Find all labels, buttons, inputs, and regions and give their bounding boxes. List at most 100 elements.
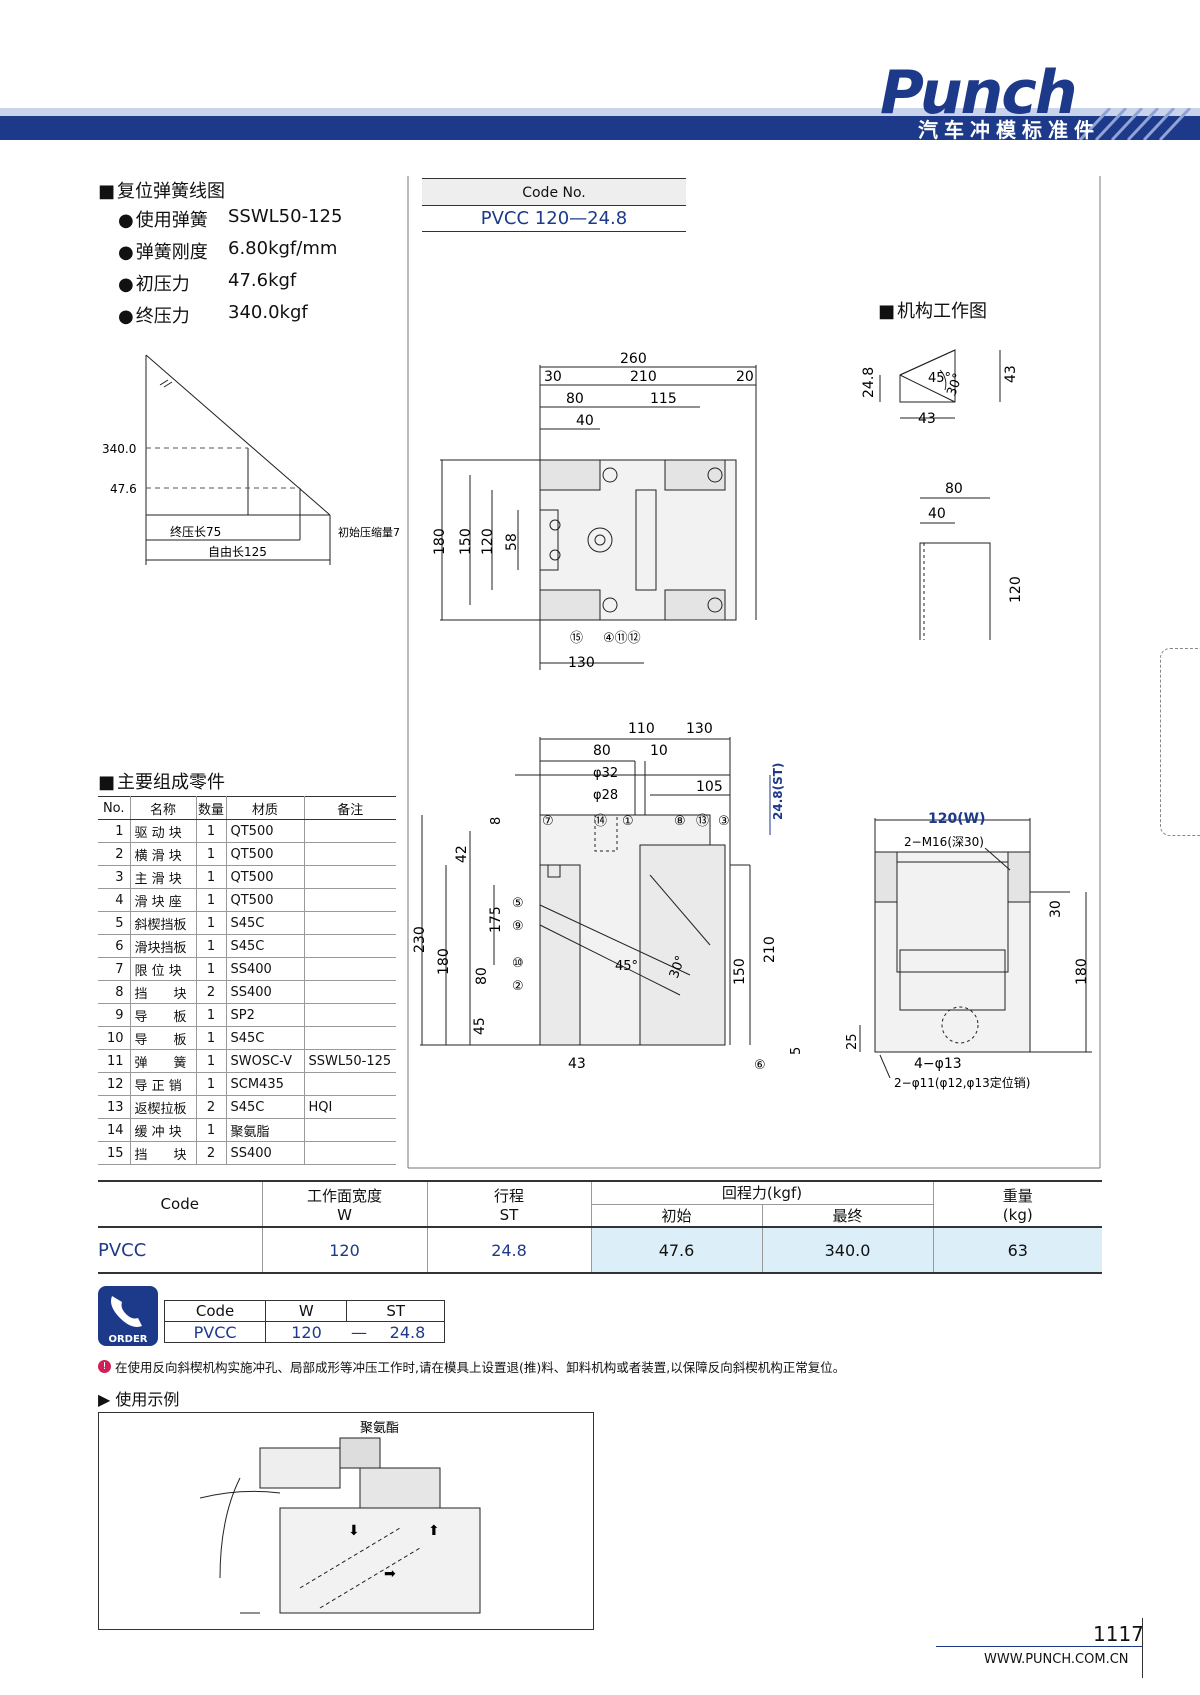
code-box-header: Code No. — [422, 178, 686, 206]
parts-cell — [304, 957, 396, 981]
parts-cell: 1 — [196, 911, 227, 935]
front-dim-130: 130 — [686, 721, 713, 737]
parts-cell: 2 — [196, 1141, 227, 1165]
callout-8: ⑧ — [674, 814, 686, 829]
front-angle-45: 45° — [615, 959, 638, 974]
end-dim-4-phi13: 4−φ13 — [914, 1056, 962, 1072]
parts-cell — [304, 980, 396, 1004]
parts-cell: SWOSC-V — [226, 1049, 305, 1073]
front-dim-210: 210 — [762, 936, 778, 963]
parts-cell: 5 — [98, 911, 131, 935]
order-badge-label: ORDER — [108, 1334, 148, 1345]
parts-cell: 限 位 块 — [130, 957, 197, 981]
side-h: 120 — [1008, 576, 1020, 603]
parts-cell: 2 — [196, 980, 227, 1004]
order-dash: — — [346, 1321, 371, 1343]
front-dim-105: 105 — [696, 779, 723, 795]
end-dim-180: 180 — [1074, 958, 1090, 985]
header-stripes — [1078, 108, 1192, 140]
top-dim-80: 80 — [566, 391, 584, 407]
end-dim-25: 25 — [845, 1033, 860, 1050]
spec-h-init: 初始 — [591, 1204, 763, 1228]
parts-cell: 挡 块 — [130, 1141, 197, 1165]
front-dim-110: 110 — [628, 721, 655, 737]
parts-header-cell: 名称 — [130, 796, 197, 820]
parts-cell: 横 滑 块 — [130, 842, 197, 866]
parts-cell — [304, 1003, 396, 1027]
callout-13: ⑬ — [696, 814, 709, 829]
parts-cell: S45C — [226, 1095, 305, 1119]
spec-label: 初压力 — [118, 270, 228, 296]
front-dim-10: 10 — [650, 743, 668, 759]
parts-cell: 返楔拉板 — [130, 1095, 197, 1119]
warning-icon: ! — [98, 1360, 111, 1373]
spec-value: 6.80kgf/mm — [228, 238, 338, 259]
parts-cell: SP2 — [226, 1003, 305, 1027]
top-dim-210: 210 — [630, 369, 657, 385]
spec-label: 使用弹簧 — [118, 206, 228, 232]
parts-header-cell: 材质 — [226, 796, 305, 820]
parts-cell: 12 — [98, 1072, 131, 1096]
spec-h-final: 最终 — [762, 1204, 934, 1228]
parts-cell: 导 板 — [130, 1003, 197, 1027]
triangle-icon: ▶ — [98, 1390, 116, 1409]
parts-cell: 8 — [98, 980, 131, 1004]
spec-value: SSWL50-125 — [228, 206, 343, 227]
parts-cell: 4 — [98, 888, 131, 912]
mechanism-diagram: 24.8 45° 30° 43 43 80 40 120 — [861, 349, 1020, 640]
spec-value: 47.6kgf — [228, 270, 297, 291]
parts-cell — [304, 1026, 396, 1050]
phone-icon — [111, 1296, 142, 1327]
mech-d4: 43 — [1003, 365, 1019, 383]
parts-cell: SS400 — [226, 1141, 305, 1165]
parts-cell: SCM435 — [226, 1072, 305, 1096]
chart-free-len: 自由长125 — [208, 545, 267, 559]
parts-cell: 9 — [98, 1003, 131, 1027]
end-view-drawing: 120(W) 2−M16(深30) 30 180 25 4−φ13 2−φ11(… — [845, 811, 1092, 1090]
spring-chart: 340.0 47.6 终压长75 初始压缩量7 自由长125 — [102, 354, 400, 565]
top-dim-180: 180 — [432, 528, 448, 555]
spring-title: 复位弹簧线图 — [98, 177, 225, 203]
order-st: 24.8 — [370, 1321, 445, 1343]
brand-subtitle: 汽车冲模标准件 — [918, 118, 1100, 142]
top-dim-58: 58 — [504, 533, 520, 551]
front-dim-5: 5 — [789, 1047, 804, 1055]
parts-cell: 1 — [196, 957, 227, 981]
parts-cell: 2 — [196, 1095, 227, 1119]
parts-cell: 13 — [98, 1095, 131, 1119]
parts-cell: 1 — [196, 819, 227, 843]
callout-6: ⑥ — [754, 1058, 766, 1073]
parts-cell — [304, 842, 396, 866]
parts-cell: 滑 块 座 — [130, 888, 197, 912]
spec-w: 120 — [262, 1227, 428, 1273]
spec-final: 340.0 — [762, 1227, 934, 1273]
spec-code: PVCC — [98, 1227, 263, 1273]
order-h-w: W — [265, 1300, 348, 1322]
top-callout-4-11-12: ④⑪⑫ — [603, 631, 641, 646]
parts-cell: 缓 冲 块 — [130, 1118, 197, 1142]
spec-init: 47.6 — [591, 1227, 763, 1273]
parts-cell: 驱 动 块 — [130, 819, 197, 843]
edge-tab — [1160, 648, 1200, 836]
parts-cell: 1 — [196, 934, 227, 958]
parts-cell — [304, 934, 396, 958]
order-badge: ORDER — [98, 1286, 158, 1346]
callout-2: ② — [512, 979, 524, 994]
mech-d1: 24.8 — [861, 367, 877, 398]
front-dim-st: 24.8(ST) — [771, 763, 785, 820]
parts-cell: QT500 — [226, 888, 305, 912]
order-h-code: Code — [163, 1300, 267, 1322]
footer-divider — [1142, 1618, 1143, 1678]
callout-5: ⑤ — [512, 896, 524, 911]
parts-cell: 滑块挡板 — [130, 934, 197, 958]
parts-cell — [304, 865, 396, 889]
